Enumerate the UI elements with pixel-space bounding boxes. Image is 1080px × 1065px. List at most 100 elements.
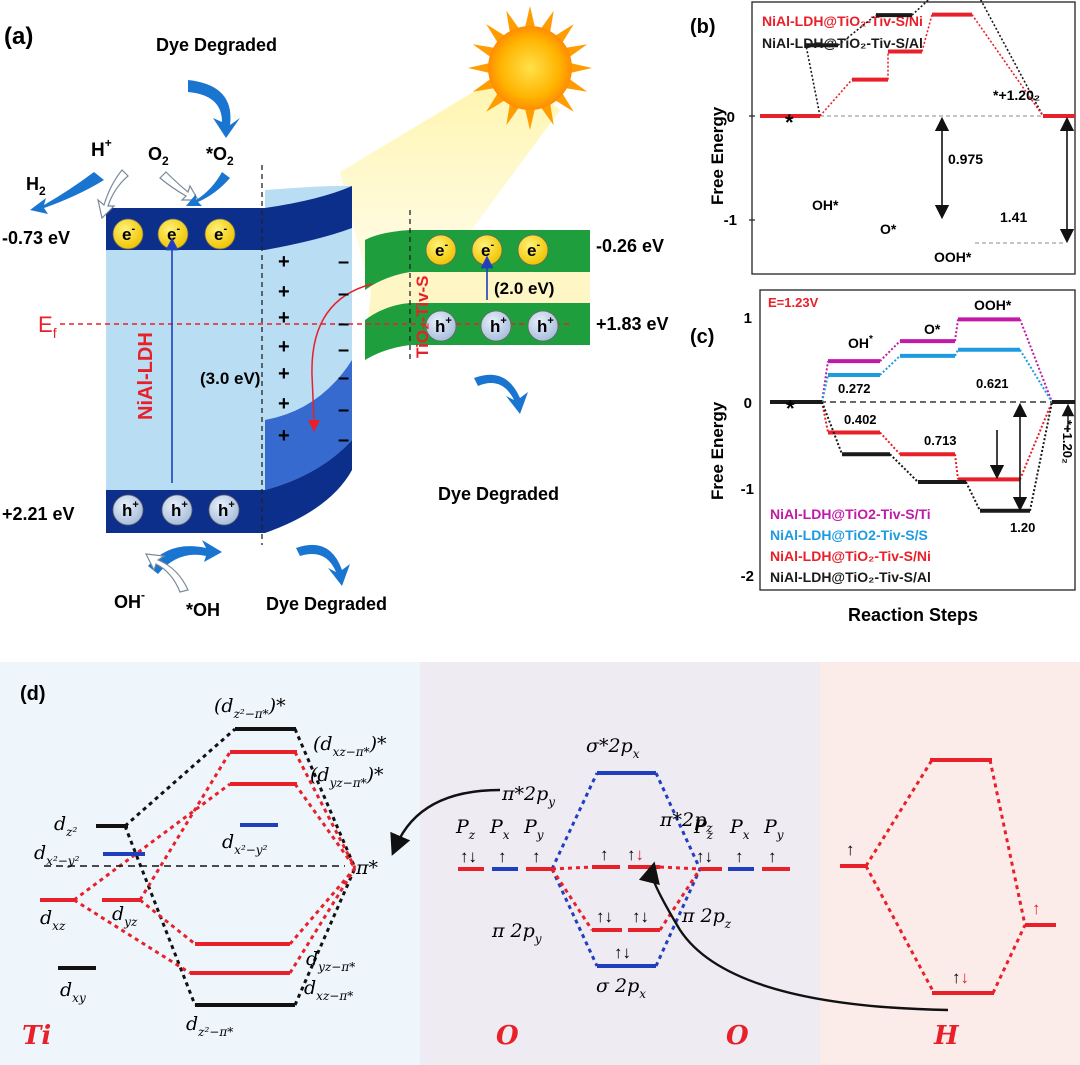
hole: h+ [527, 310, 559, 342]
panel-c-ann-0621: 0.621 [976, 376, 1009, 391]
panel-c-ytick-1: 1 [744, 310, 752, 327]
sun-ray [524, 6, 536, 29]
pi-star-donation-arrow [390, 788, 501, 856]
svg-text:e-: e- [527, 239, 540, 260]
h2-label: H2 [26, 174, 46, 198]
spin-o1-px: ↑ [498, 847, 507, 866]
panel-c-series-0-connector [879, 340, 901, 362]
svg-text:h+: h+ [122, 499, 139, 520]
panel-b-label: (b) [690, 16, 716, 38]
dxz-pi-label: dxz−π* [304, 977, 353, 1003]
sun-ray [564, 44, 588, 58]
panel-b-ni-connector [819, 79, 853, 117]
plus-sign: + [278, 393, 290, 415]
pi-star-pz-label: π*2pz [659, 809, 713, 835]
spin-o1-pz: ↑↓ [460, 847, 477, 866]
panel-c-condition: E=1.23V [768, 295, 819, 310]
curved-arrow-o2 [159, 171, 200, 201]
spin-sigma: ↑↓ [614, 943, 631, 962]
svg-text:h+: h+ [435, 315, 452, 336]
minus-sign: – [338, 399, 349, 421]
plus-sign: + [278, 336, 290, 358]
panel-b-al-connector [805, 45, 821, 117]
o1-py-label: Py [523, 816, 544, 842]
panel-b: (b) NiAl-LDH@TiO₂-Tiv-S/Ni NiAl-LDH@TiO₂… [690, 0, 1076, 275]
panel-c-ytick-neg1: -1 [741, 481, 754, 498]
vb-right-energy: +1.83 eV [596, 314, 669, 334]
o2-label: O2 [148, 144, 169, 168]
tio2-label: TiO₂-Tiv-S [413, 276, 432, 359]
panel-b-star: * [785, 110, 794, 135]
element-h: H [933, 1021, 960, 1051]
panel-b-frame [751, 1, 1076, 275]
panel-c-series-1-connector [821, 374, 829, 403]
panel-b-ann-0975: 0.975 [948, 151, 983, 167]
curved-arrow-dye-right [474, 374, 528, 414]
curved-arrow-dye-bottom [296, 544, 350, 586]
panel-c-series-2-connector [954, 454, 959, 480]
sun-ray [569, 62, 592, 74]
sun-ray [564, 78, 588, 92]
dxy-label: dxy [60, 979, 86, 1005]
panel-b-chart [760, 0, 1075, 118]
hole: h+ [480, 310, 512, 342]
spin-h-left: ↑ [846, 840, 855, 859]
panel-b-ylabel: Free Energy [708, 106, 727, 205]
spin-o2-px: ↑ [735, 847, 744, 866]
panel-c-series-3-connector [821, 401, 843, 455]
h-plus-label: H+ [91, 136, 112, 161]
panel-c-chart [770, 317, 1075, 513]
panel-c-legend-al: NiAl-LDH@TiO₂-Tiv-S/Al [770, 569, 931, 585]
panel-c-series-2-connector [879, 431, 901, 455]
panel-b-ann-141: 1.41 [1000, 209, 1027, 225]
plus-sign: + [278, 307, 290, 329]
svg-text:e-: e- [214, 223, 227, 244]
svg-text:h+: h+ [218, 499, 235, 520]
minus-sign: – [338, 367, 349, 389]
charge-transfer-arrow [307, 283, 373, 432]
hole: h+ [425, 310, 457, 342]
svg-text:e-: e- [122, 223, 135, 244]
curved-arrow-oh [148, 540, 222, 574]
panel-c-legend-ti: NiAl-LDH@TiO2-Tiv-S/Ti [770, 506, 931, 522]
spin-pi-pz: ↑↓ [632, 907, 649, 926]
panel-c-ann-0272: 0.272 [838, 381, 871, 396]
panel-c-series-1-connector [879, 355, 901, 376]
panel-d: (d) [0, 662, 1080, 1065]
element-o-right: O [726, 1021, 749, 1051]
panel-c-frame [759, 289, 1076, 591]
spin-o2-pz: ↑↓ [696, 847, 713, 866]
pi-py-label: π 2py [491, 920, 542, 946]
plus-sign: + [278, 363, 290, 385]
curved-arrow-star-o2 [186, 172, 230, 206]
spin-pi-star-pz: ↑↓ [627, 845, 644, 864]
panel-c-label: (c) [690, 326, 714, 348]
panel-c-o: O* [924, 321, 941, 337]
sun-ray [472, 78, 496, 92]
pi-pz-label: π 2pz [681, 905, 732, 931]
sun-ray [540, 10, 554, 34]
cb-right-energy: -0.26 eV [596, 236, 664, 256]
spin-pi-star-py: ↑ [600, 845, 609, 864]
panel-c-ylabel: Free Energy [708, 401, 727, 500]
svg-text:e-: e- [167, 223, 180, 244]
minus-sign: – [338, 313, 349, 335]
panel-b-oh: OH* [812, 197, 839, 213]
spin-h-right: ↑ [1032, 899, 1041, 918]
plus-sign: + [278, 251, 290, 273]
electron: e- [471, 234, 503, 266]
electron: e- [112, 218, 144, 250]
oh-minus-label: OH- [114, 588, 145, 612]
panel-c-ann-120: 1.20 [1010, 520, 1035, 535]
o1-px-label: Px [489, 816, 510, 842]
hole: h+ [208, 494, 240, 526]
nial-ldh-label: NiAl-LDH [135, 332, 157, 420]
minus-sign: – [338, 429, 349, 451]
h-levels [840, 758, 1056, 995]
ti-correlation-lines [73, 727, 357, 1006]
dx2y2-center-label: dx²−y² [222, 831, 268, 857]
vb-left-energy: +2.21 eV [2, 504, 75, 524]
sigma-label: σ 2px [596, 975, 646, 1001]
panel-c-legend-ni: NiAl-LDH@TiO₂-Tiv-S/Ni [770, 548, 931, 564]
